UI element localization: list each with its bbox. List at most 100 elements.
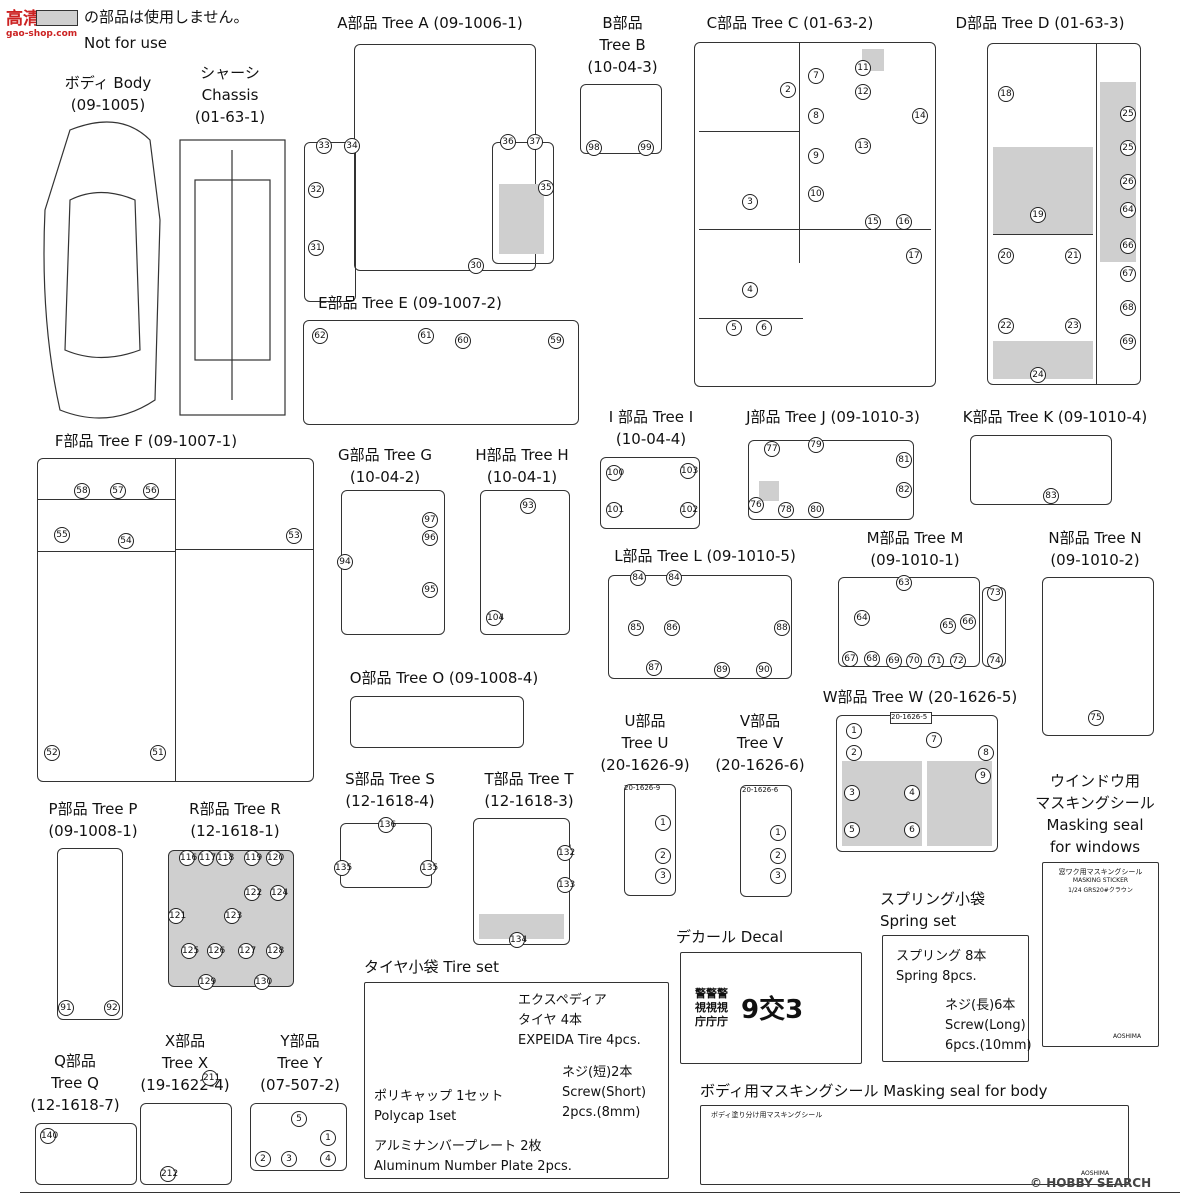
tree-s-code: (12-1618-4): [345, 792, 435, 810]
body-mask-sheet: ボディ塗り分け用マスキングシール AOSHIMA: [700, 1105, 1129, 1185]
part-number: 134: [509, 932, 527, 948]
tree-t-frame: [473, 818, 570, 945]
part-number: 37: [527, 134, 543, 150]
part-number: 25: [1120, 140, 1136, 156]
tree-o-frame: [350, 696, 524, 748]
number-plate-jp: アルミナンバープレート 2枚: [374, 1139, 542, 1154]
part-number: 90: [756, 662, 772, 678]
part-number: 8: [808, 108, 824, 124]
part-number: 102: [680, 502, 698, 518]
screw-long-en: Screw(Long): [945, 1018, 1026, 1033]
part-number: 99: [638, 140, 654, 156]
part-number: 63: [896, 575, 912, 591]
tire-set-label: タイヤ小袋 Tire set: [364, 958, 499, 976]
part-number: 12: [855, 84, 871, 100]
part-number: 104: [486, 610, 504, 626]
body-code: (09-1005): [70, 96, 146, 114]
part-number: 75: [1088, 710, 1104, 726]
tree-k-label: K部品 Tree K (09-1010-4): [962, 408, 1148, 426]
tree-u-label-jp: U部品: [624, 712, 666, 730]
tree-m-code: (09-1010-1): [870, 551, 960, 569]
tree-u-label-en: Tree U: [621, 734, 669, 752]
part-number: 130: [254, 974, 272, 990]
part-number: 67: [842, 651, 858, 667]
part-number: 86: [664, 620, 680, 636]
part-number: 98: [586, 140, 602, 156]
tree-h-code: (10-04-1): [486, 468, 558, 486]
tree-v-label-jp: V部品: [739, 712, 781, 730]
part-number: 68: [864, 651, 880, 667]
tire-name-jp: エクスペディア: [518, 993, 607, 1008]
part-number: 52: [44, 745, 60, 761]
part-number: 2: [780, 82, 796, 98]
part-number: 66: [1120, 238, 1136, 254]
part-number: 79: [808, 437, 824, 453]
part-number: 10: [808, 186, 824, 202]
tree-x-label-en: Tree X: [161, 1054, 209, 1072]
tree-n-label: N部品 Tree N: [1048, 529, 1142, 547]
part-number: 4: [320, 1151, 336, 1167]
part-number: 11: [855, 60, 871, 76]
window-mask-en1: Masking seal: [1046, 816, 1144, 834]
part-number: 66: [960, 614, 976, 630]
tree-y-code: (07-507-2): [260, 1076, 340, 1094]
part-number: 122: [244, 885, 262, 901]
tire-qty-jp: タイヤ 4本: [518, 1013, 583, 1028]
part-number: 74: [987, 653, 1003, 669]
part-number: 77: [764, 441, 780, 457]
part-number: 100: [606, 465, 624, 481]
part-number: 118: [216, 850, 234, 866]
part-number: 3: [281, 1151, 297, 1167]
body-label: ボディ Body: [64, 74, 152, 92]
part-number: 58: [74, 483, 90, 499]
part-number: 15: [865, 214, 881, 230]
part-number: 8: [978, 745, 994, 761]
part-number: 135: [420, 860, 438, 876]
part-number: 7: [926, 732, 942, 748]
part-number: 13: [855, 138, 871, 154]
spring-qty-jp: スプリング 8本: [896, 949, 987, 964]
tree-g-label: G部品 Tree G: [337, 446, 433, 464]
tree-b-label-jp: B部品: [602, 14, 643, 32]
part-number: 61: [418, 328, 434, 344]
part-number: 82: [896, 482, 912, 498]
polycap-jp: ポリキャップ 1セット: [374, 1089, 504, 1104]
part-number: 2: [770, 848, 786, 864]
tree-u-tag: 20-1626-9: [624, 784, 661, 792]
hobby-search-watermark: © HOBBY SEARCH: [1030, 1176, 1151, 1190]
part-number: 73: [987, 585, 1003, 601]
tree-i-label: I 部品 Tree I: [608, 408, 694, 426]
part-number: 1: [655, 815, 671, 831]
part-number: 2: [255, 1151, 271, 1167]
window-mask-sheet-title: 窓ワク用マスキングシール: [1058, 868, 1143, 876]
part-number: 3: [844, 785, 860, 801]
part-number: 69: [886, 653, 902, 669]
part-number: 87: [646, 660, 662, 676]
part-number: 16: [896, 214, 912, 230]
part-number: 5: [844, 822, 860, 838]
part-number: 60: [455, 333, 471, 349]
tree-s-frame: [340, 823, 432, 888]
number-plate-en: Aluminum Number Plate 2pcs.: [374, 1159, 572, 1174]
part-number: 64: [854, 610, 870, 626]
tree-p-frame: [57, 848, 123, 1020]
decal-sheet: 警警警 視視視 庁庁庁 9交3: [680, 952, 862, 1064]
screw-short-jp: ネジ(短)2本: [562, 1065, 633, 1080]
part-number: 5: [726, 320, 742, 336]
part-number: 71: [928, 653, 944, 669]
decal-plate-number: 9交3: [741, 995, 804, 1025]
tree-s-label: S部品 Tree S: [345, 770, 435, 788]
part-number: 94: [337, 554, 353, 570]
part-number: 31: [308, 240, 324, 256]
part-number: 54: [118, 533, 134, 549]
part-number: 93: [520, 498, 536, 514]
part-number: 84: [666, 570, 682, 586]
tree-w-tag: 20-1626-5: [890, 712, 932, 724]
part-number: 2: [846, 745, 862, 761]
tree-c-label: C部品 Tree C (01-63-2): [706, 14, 874, 32]
tree-e-label: E部品 Tree E (09-1007-2): [318, 294, 502, 312]
tree-r-label: R部品 Tree R: [189, 800, 281, 818]
part-number: 136: [378, 817, 396, 833]
part-number: 70: [906, 653, 922, 669]
part-number: 6: [756, 320, 772, 336]
